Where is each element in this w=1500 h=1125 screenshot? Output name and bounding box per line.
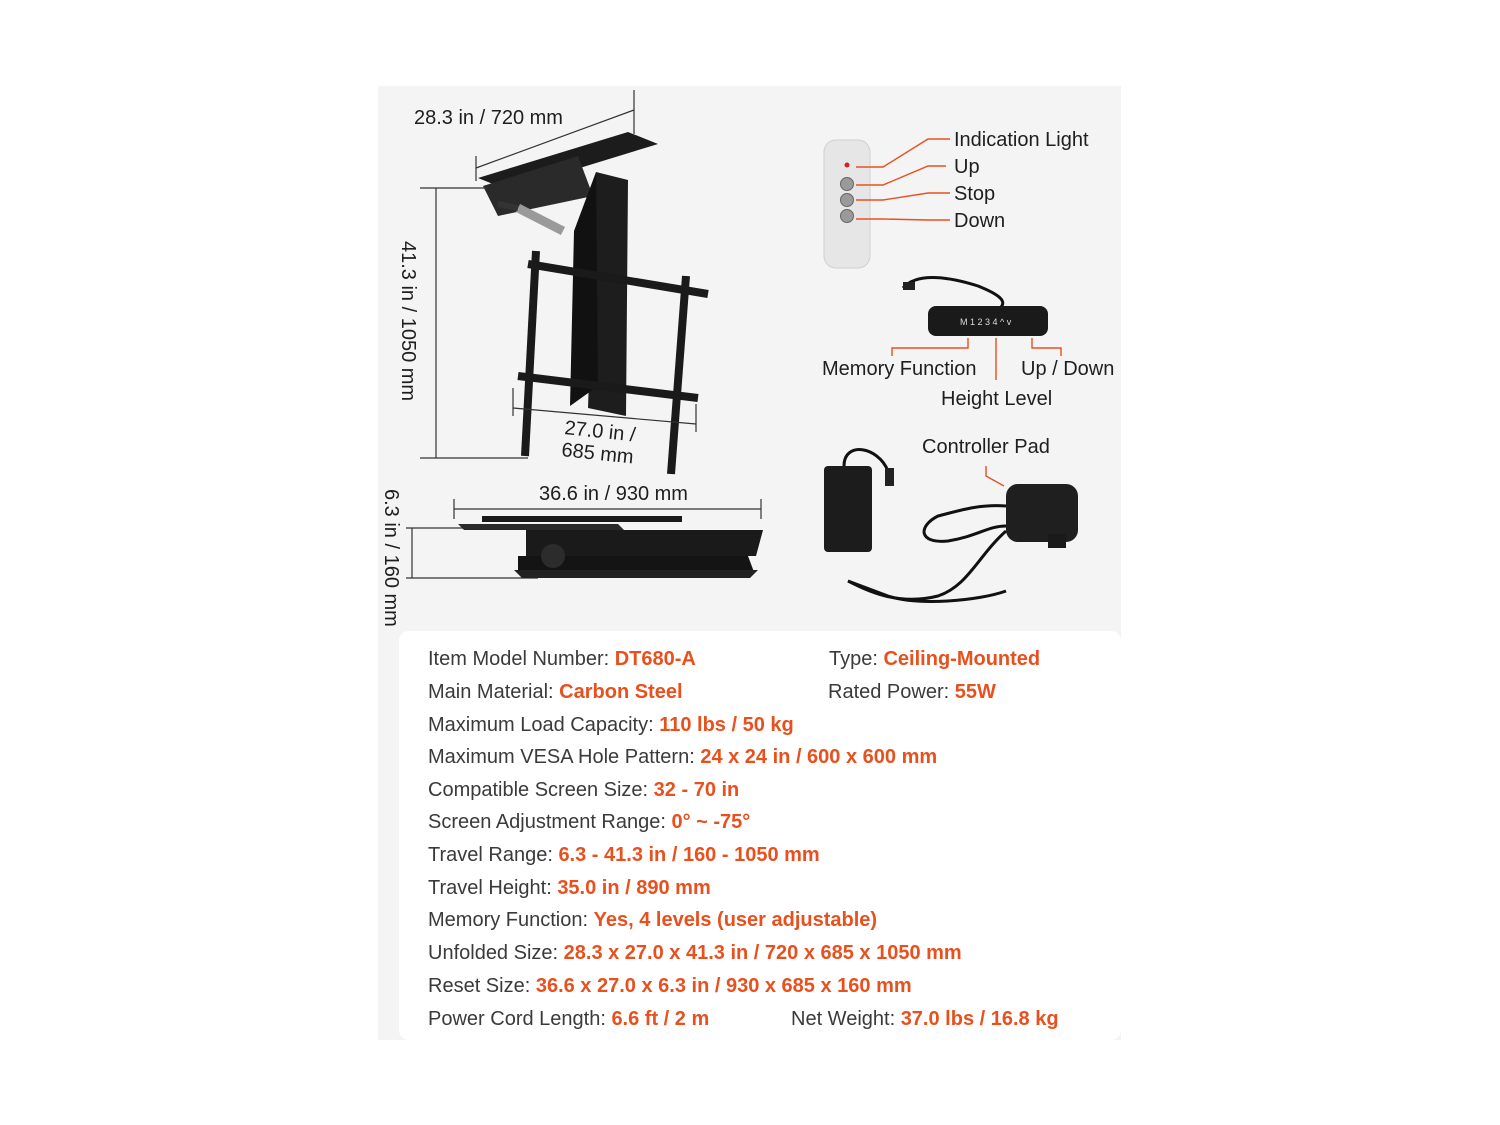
spec-value: 55W — [954, 681, 996, 703]
spec-label: Reset Size: — [428, 975, 536, 997]
controller-pad-label: Controller Pad — [922, 436, 1050, 458]
power-adapter-and-controller-image — [824, 448, 1078, 603]
remote-stop-label: Stop — [954, 183, 995, 205]
remote-indication-light-label: Indication Light — [954, 129, 1089, 151]
spec-value: 37.0 lbs / 16.8 kg — [900, 1008, 1059, 1030]
spec-value: 36.6 x 27.0 x 6.3 in / 930 x 685 x 160 m… — [535, 975, 912, 997]
spec-memory-function: Memory Function: Yes, 4 levels (user adj… — [428, 908, 877, 932]
remote-down-label: Down — [954, 210, 1005, 232]
spec-label: Compatible Screen Size: — [428, 779, 654, 801]
spec-value: Carbon Steel — [559, 681, 683, 703]
spec-label: Item Model Number: — [428, 648, 615, 670]
spec-value: Yes, 4 levels (user adjustable) — [593, 909, 878, 931]
spec-travel-range: Travel Range: 6.3 - 41.3 in / 160 - 1050… — [428, 843, 820, 867]
spec-power: Rated Power: 55W — [828, 680, 996, 704]
spec-value: 24 x 24 in / 600 x 600 mm — [700, 746, 938, 768]
remote-up-label: Up — [954, 156, 980, 178]
unfolded-lift-image — [420, 90, 709, 475]
folded-lift-image — [406, 499, 763, 579]
spec-label: Power Cord Length: — [428, 1008, 612, 1030]
keypad-image: M 1 2 3 4 ^ v — [891, 276, 1062, 380]
dim-height: 41.3 in / 1050 mm — [397, 241, 419, 401]
spec-value: 6.6 ft / 2 m — [611, 1008, 710, 1030]
keypad-height-level-label: Height Level — [941, 388, 1052, 410]
spec-value: 28.3 x 27.0 x 41.3 in / 720 x 685 x 1050… — [563, 942, 962, 964]
spec-screen-size: Compatible Screen Size: 32 - 70 in — [428, 778, 739, 802]
spec-net-weight: Net Weight: 37.0 lbs / 16.8 kg — [791, 1007, 1059, 1031]
spec-label: Type: — [829, 648, 884, 670]
product-diagram: 28.3 in / 720 mm 41.3 in / 1050 mm 27.0 … — [380, 90, 1114, 627]
dim-top-width: 28.3 in / 720 mm — [414, 107, 563, 129]
spec-vesa: Maximum VESA Hole Pattern: 24 x 24 in / … — [428, 745, 937, 769]
spec-label: Maximum VESA Hole Pattern: — [428, 746, 701, 768]
dim-folded-length: 36.6 in / 930 mm — [539, 483, 688, 505]
spec-model: Item Model Number: DT680-A — [428, 647, 696, 671]
spec-value: 110 lbs / 50 kg — [659, 714, 794, 736]
spec-load: Maximum Load Capacity: 110 lbs / 50 kg — [428, 713, 794, 737]
spec-unfolded-size: Unfolded Size: 28.3 x 27.0 x 41.3 in / 7… — [428, 941, 962, 965]
spec-value: 32 - 70 in — [653, 779, 740, 801]
keypad-keys: M 1 2 3 4 ^ v — [960, 317, 1012, 327]
spec-adjustment-range: Screen Adjustment Range: 0° ~ -75° — [428, 810, 750, 834]
spec-value: Ceiling-Mounted — [883, 648, 1041, 670]
spec-label: Net Weight: — [791, 1008, 901, 1030]
remote-control-image — [823, 138, 950, 269]
spec-label: Main Material: — [428, 681, 560, 703]
spec-label: Maximum Load Capacity: — [428, 714, 660, 736]
spec-value: 0° ~ -75° — [671, 811, 751, 833]
spec-value: 35.0 in / 890 mm — [557, 877, 711, 899]
spec-label: Screen Adjustment Range: — [428, 811, 672, 833]
spec-label: Unfolded Size: — [428, 942, 564, 964]
specifications-panel: Item Model Number: DT680-A Type: Ceiling… — [399, 631, 1121, 1040]
spec-reset-size: Reset Size: 36.6 x 27.0 x 6.3 in / 930 x… — [428, 974, 912, 998]
keypad-up-down-label: Up / Down — [1021, 358, 1114, 380]
spec-label: Memory Function: — [428, 909, 594, 931]
spec-value: 6.3 - 41.3 in / 160 - 1050 mm — [558, 844, 820, 866]
dim-folded-height: 6.3 in / 160 mm — [380, 489, 402, 627]
spec-type: Type: Ceiling-Mounted — [829, 647, 1040, 671]
spec-value: DT680-A — [614, 648, 696, 670]
product-spec-card: 28.3 in / 720 mm 41.3 in / 1050 mm 27.0 … — [378, 86, 1121, 1040]
keypad-memory-function-label: Memory Function — [822, 358, 977, 380]
spec-label: Travel Height: — [428, 877, 558, 899]
spec-label: Travel Range: — [428, 844, 559, 866]
spec-label: Rated Power: — [828, 681, 955, 703]
spec-material: Main Material: Carbon Steel — [428, 680, 683, 704]
spec-travel-height: Travel Height: 35.0 in / 890 mm — [428, 876, 711, 900]
spec-power-cord: Power Cord Length: 6.6 ft / 2 m — [428, 1007, 709, 1031]
